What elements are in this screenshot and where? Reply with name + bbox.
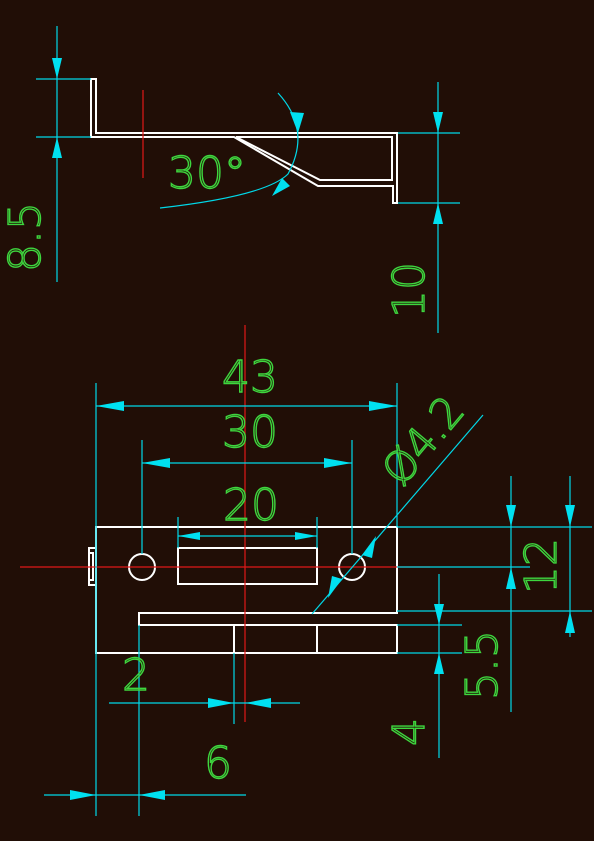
dim-side-angle <box>159 92 304 209</box>
dim-left-gap <box>44 625 246 816</box>
dim-label-hole-diameter: Ø4.2 <box>372 386 474 494</box>
dim-label-step-height: 5.5 <box>457 630 508 700</box>
center-slot <box>177 547 318 585</box>
dim-hole-spacing <box>141 440 353 554</box>
dim-side-height <box>36 26 91 282</box>
dim-label-center-width: 6 <box>204 738 232 789</box>
dim-step-height <box>397 574 462 758</box>
dim-slot-width <box>177 517 318 548</box>
dim-center-width <box>109 653 300 724</box>
side-profile-inner <box>235 136 393 181</box>
dim-label-side-height: 8.5 <box>0 202 51 272</box>
dim-hole-diameter <box>311 414 484 615</box>
dim-hole-offset <box>397 476 592 712</box>
dim-label-side-angle: 30° <box>168 148 246 199</box>
dim-label-hole-spacing: 30 <box>222 407 278 458</box>
plan-view: 43 30 20 Ø4.2 <box>20 325 592 816</box>
dim-label-overall-width: 43 <box>222 352 278 403</box>
dim-label-bottom-depth: 4 <box>384 718 435 746</box>
dim-overall-width <box>95 383 398 816</box>
dim-label-side-drop: 10 <box>384 262 435 318</box>
side-profile-outer <box>90 78 398 204</box>
plan-outline <box>88 526 398 654</box>
dim-label-slot-width: 20 <box>223 480 279 531</box>
side-view: 8.5 30° 10 <box>0 26 460 333</box>
dim-label-hole-offset: 12 <box>516 538 567 594</box>
dim-label-left-gap: 2 <box>122 650 150 701</box>
dim-side-drop <box>398 82 460 333</box>
